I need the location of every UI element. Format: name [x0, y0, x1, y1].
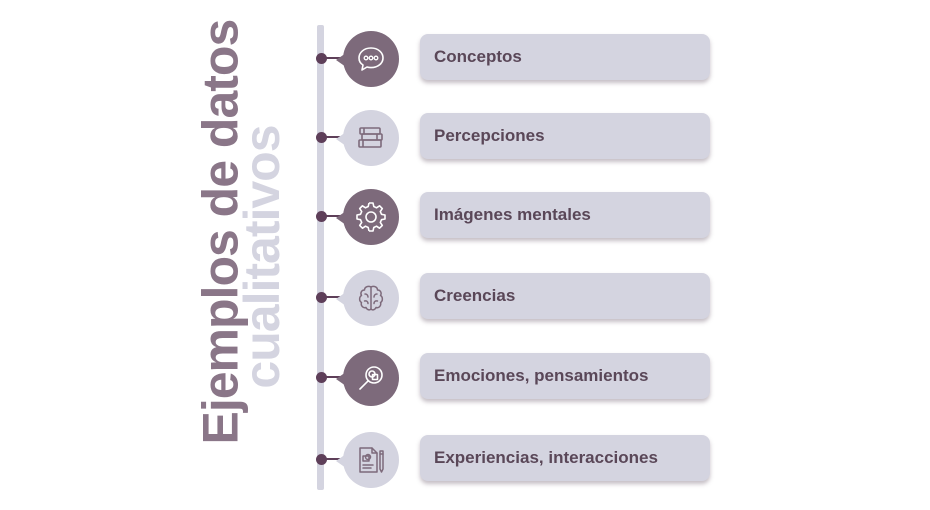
document-pencil-icon — [359, 447, 384, 473]
item-label: Experiencias, interacciones — [434, 448, 658, 467]
timeline-dot — [316, 454, 327, 465]
magnifier-icon — [359, 366, 383, 390]
item-card: Percepciones — [420, 113, 710, 159]
item-card: Imágenes mentales — [420, 192, 710, 238]
item-label: Emociones, pensamientos — [434, 366, 649, 385]
timeline-dot — [316, 292, 327, 303]
icon-bubble — [336, 189, 399, 245]
list-item: Emociones, pensamientos — [0, 348, 930, 408]
icon-bubble — [336, 31, 399, 87]
icon-bubble — [336, 270, 399, 326]
item-label: Imágenes mentales — [434, 205, 591, 224]
brain-icon — [358, 285, 384, 311]
books-icon — [358, 127, 383, 148]
timeline-dot — [316, 372, 327, 383]
item-label: Conceptos — [434, 47, 522, 66]
list-item: Percepciones — [0, 108, 930, 168]
gear-icon — [356, 202, 386, 232]
icon-bubble — [336, 350, 399, 406]
icon-bubble — [336, 432, 399, 488]
list-item: Experiencias, interacciones — [0, 430, 930, 490]
list-item: Conceptos — [0, 29, 930, 89]
timeline-dot — [316, 132, 327, 143]
speech-bubble-icon — [358, 47, 384, 71]
list-item: Imágenes mentales — [0, 187, 930, 247]
item-card: Conceptos — [420, 34, 710, 80]
item-label: Percepciones — [434, 126, 545, 145]
item-card: Creencias — [420, 273, 710, 319]
timeline-dot — [316, 53, 327, 64]
item-card: Emociones, pensamientos — [420, 353, 710, 399]
item-card: Experiencias, interacciones — [420, 435, 710, 481]
timeline-dot — [316, 211, 327, 222]
icon-bubble — [336, 110, 399, 166]
timeline-bar — [317, 25, 324, 490]
item-label: Creencias — [434, 286, 516, 305]
list-item: Creencias — [0, 268, 930, 328]
